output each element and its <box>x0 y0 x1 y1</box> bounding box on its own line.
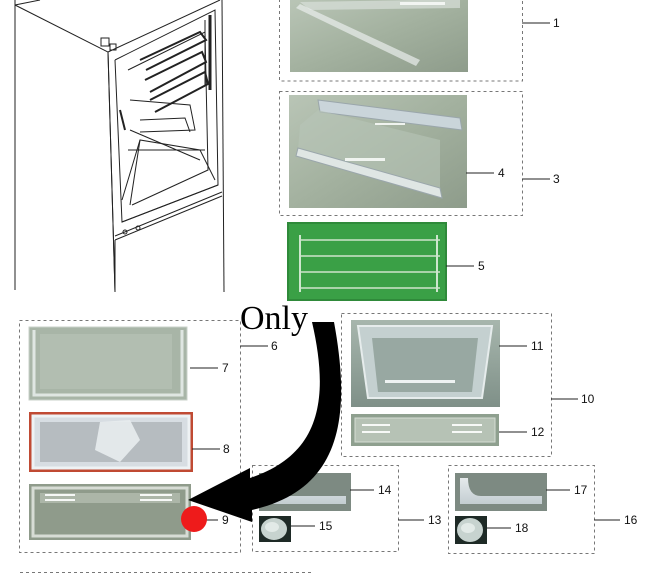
part-17-cover <box>455 473 547 511</box>
callout-8: 8 <box>223 442 230 456</box>
part-8-framed-glass <box>29 412 193 472</box>
part-1-glass-shelf <box>290 0 468 72</box>
callout-18: 18 <box>515 521 529 535</box>
curved-arrow <box>188 322 342 522</box>
callout-1: 1 <box>553 16 560 30</box>
callout-14: 14 <box>378 483 392 497</box>
group-boxes <box>19 0 595 573</box>
highlight-marker <box>181 506 207 532</box>
part-5-wire-rack <box>287 222 447 301</box>
callout-17: 17 <box>574 483 588 497</box>
part-9-crisper-cover <box>29 484 191 540</box>
callout-7: 7 <box>222 361 229 375</box>
only-annotation: Only <box>240 300 308 337</box>
group-box-16 <box>448 465 595 554</box>
callout-16: 16 <box>624 513 638 527</box>
callout-6: 6 <box>271 339 278 353</box>
callout-5: 5 <box>478 259 485 273</box>
part-15-round-cap <box>259 516 291 542</box>
callout-3: 3 <box>553 172 560 186</box>
fridge-cabinet-drawing <box>14 0 225 293</box>
part-3-glass-shelf <box>289 95 467 208</box>
part-11-crisper-bin <box>351 320 500 407</box>
callout-10: 10 <box>581 392 595 406</box>
callout-13: 13 <box>428 513 442 527</box>
part-18-round-cap <box>455 516 487 544</box>
group-box-3 <box>279 91 523 216</box>
part-12-crisper-trim <box>351 414 499 446</box>
group-box-6 <box>19 320 241 553</box>
part-7-shelf <box>28 326 188 401</box>
callout-15: 15 <box>319 519 333 533</box>
callout-9: 9 <box>222 513 229 527</box>
leader-lines <box>190 22 620 529</box>
callout-4: 4 <box>498 166 505 180</box>
callout-12: 12 <box>531 425 545 439</box>
group-box-1 <box>279 0 523 82</box>
group-box-10 <box>341 313 552 457</box>
callout-11: 11 <box>531 339 544 353</box>
